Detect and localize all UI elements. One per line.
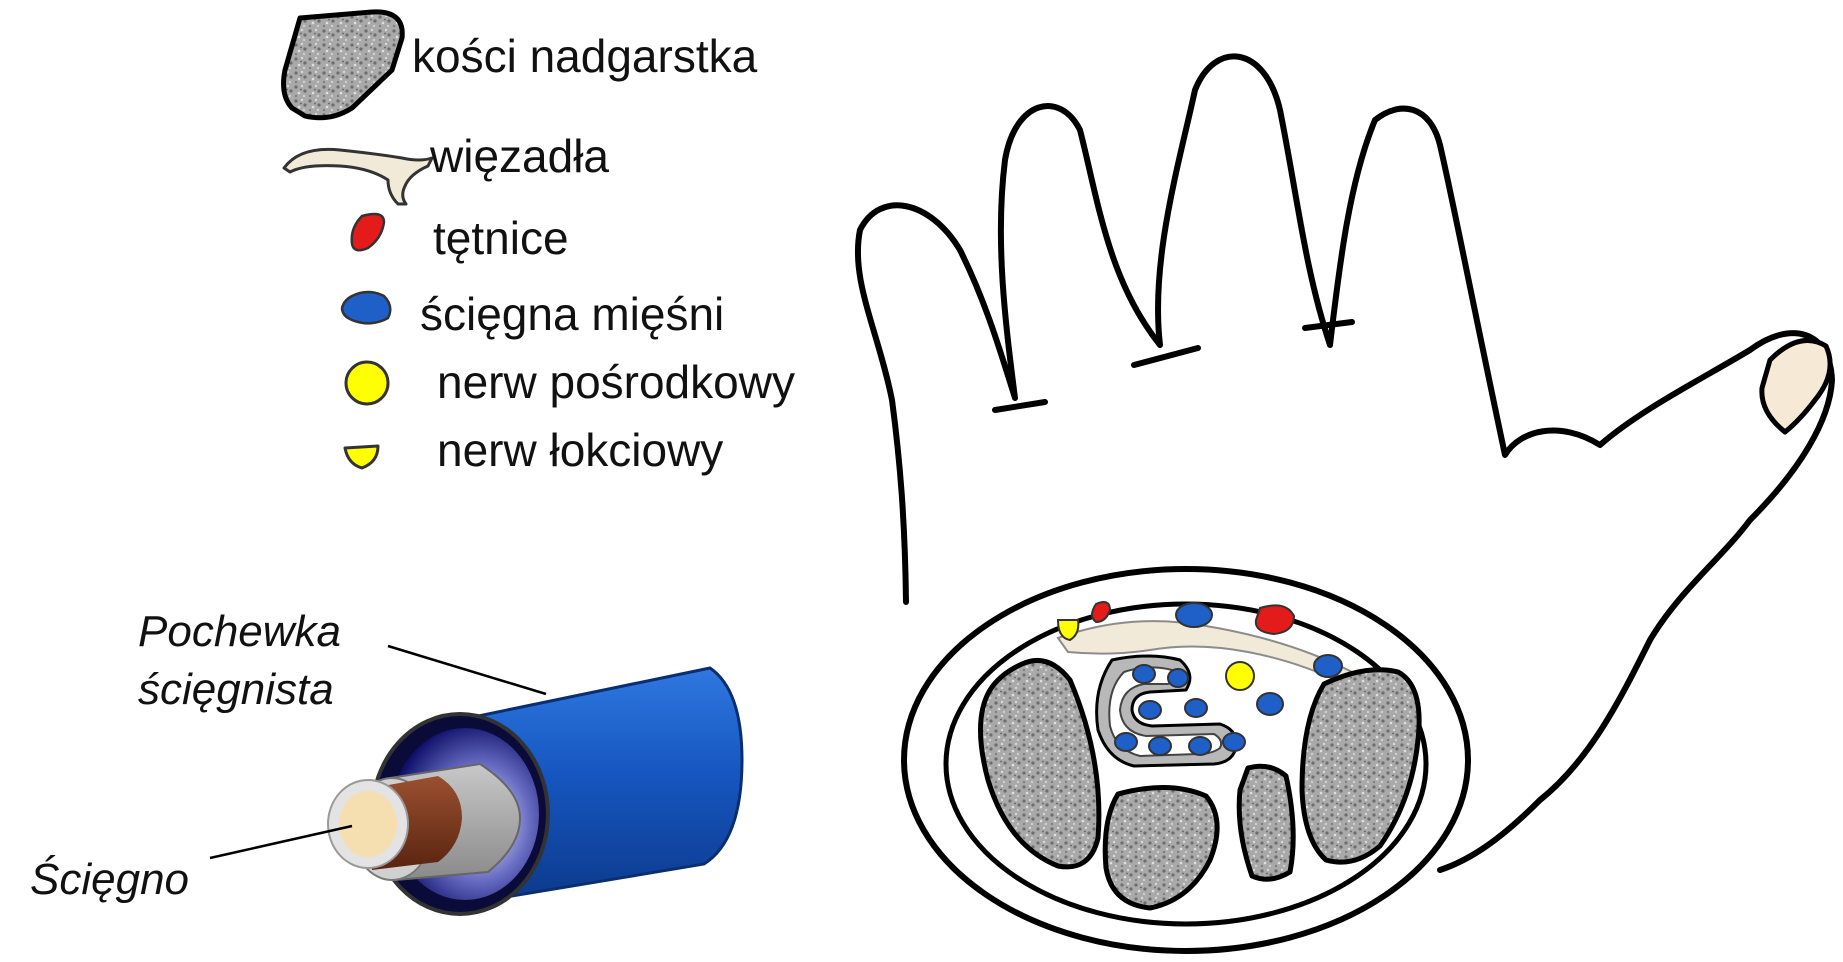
tendon-sheath-illustration: Pochewka ścięgnista Ścięgno [30,607,742,914]
bone-icon [284,12,403,118]
ligament-icon [284,149,432,204]
legend-label-ligaments: więzadła [429,130,609,182]
sheath-leader-line [388,646,546,694]
tendon-tunnel-8 [1189,737,1211,755]
sheath-label-line1: Pochewka [138,607,341,656]
legend-item-arteries: tętnice [352,212,569,264]
tendon-top-1 [1176,603,1212,627]
tendon-tunnel-2 [1168,669,1188,687]
legend-item-bones: kości nadgarstka [284,12,758,118]
tendon-tunnel-4 [1185,699,1207,717]
wrist-cross-section [904,569,1468,951]
tendon-tunnel-9 [1223,733,1245,751]
sheath-label-line2: ścięgnista [138,665,334,714]
tendon-top-2 [1314,655,1342,677]
tendon-label: Ścięgno [30,853,189,904]
legend-label-median-nerve: nerw pośrodkowy [437,356,795,408]
tendon-icon [342,292,390,323]
tendon-tunnel-1 [1133,665,1155,683]
legend-label-tendons: ścięgna mięśni [420,288,724,340]
legend: kości nadgarstka więzadła tętnice ścięgn… [284,12,795,476]
tendon-tunnel-6 [1115,733,1137,751]
artery-icon [352,214,384,250]
legend-item-median-nerve: nerw pośrodkowy [346,356,795,408]
legend-item-tendons: ścięgna mięśni [342,288,724,340]
carpal-bone-bottom-middle [1239,766,1293,879]
legend-item-ulnar-nerve: nerw łokciowy [345,424,723,476]
tendon-core [339,791,397,857]
ulnar-nerve-icon [345,446,378,468]
tendon-tunnel-3 [1139,701,1161,719]
legend-label-arteries: tętnice [433,212,569,264]
tendon-tunnel-5 [1257,693,1283,715]
artery-right [1256,605,1294,634]
legend-label-bones: kości nadgarstka [412,30,758,82]
crease-ring [1305,322,1352,328]
crease-index [995,402,1045,410]
median-nerve-icon [346,362,388,404]
legend-label-ulnar-nerve: nerw łokciowy [437,424,723,476]
legend-item-ligaments: więzadła [284,130,609,204]
tendon-tunnel-7 [1149,737,1171,755]
median-nerve [1226,662,1254,690]
crease-middle [1134,348,1198,365]
